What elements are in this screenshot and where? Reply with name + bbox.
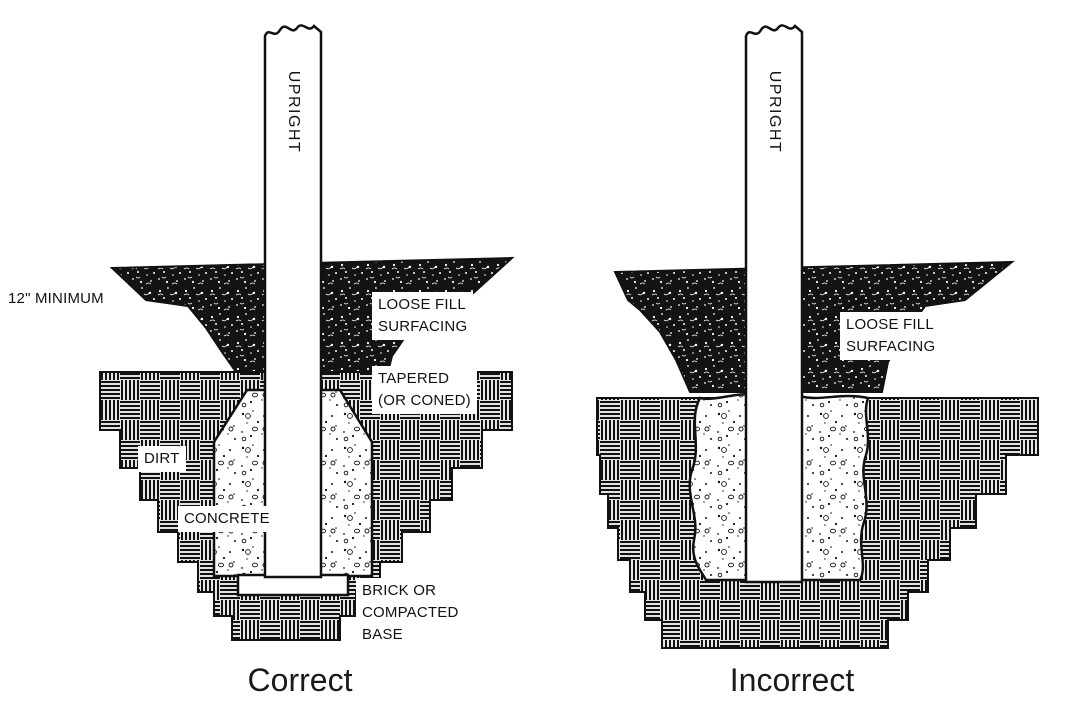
- base-label-line3: BASE: [362, 625, 403, 643]
- left-loose-fill-label-line2: SURFACING: [378, 317, 468, 335]
- right-upright-label: UPRIGHT: [766, 70, 783, 154]
- base-label-line2: COMPACTED: [362, 603, 459, 621]
- right-loose-fill-label-line1: LOOSE FILL: [846, 316, 934, 333]
- right-loose-fill: [613, 260, 1015, 393]
- tapered-label-line1: TAPERED: [378, 370, 450, 387]
- min-depth-label: 12" MINIMUM: [8, 290, 104, 307]
- tapered-label-line2: (OR CONED): [378, 391, 471, 409]
- right-post: [744, 24, 804, 584]
- dirt-label: DIRT: [138, 446, 186, 472]
- caption-incorrect: Incorrect: [729, 662, 855, 698]
- right-loose-fill-label: LOOSE FILL SURFACING: [840, 312, 942, 360]
- left-upright-label: UPRIGHT: [285, 70, 302, 154]
- left-post: [263, 24, 323, 579]
- right-loose-fill-label-line2: SURFACING: [846, 337, 936, 355]
- tapered-label: TAPERED (OR CONED): [372, 366, 477, 414]
- base-label: BRICK OR COMPACTED BASE: [356, 578, 465, 648]
- left-loose-fill-label: LOOSE FILL SURFACING: [372, 292, 474, 340]
- concrete-label: CONCRETE: [178, 506, 276, 532]
- caption-correct: Correct: [247, 662, 353, 698]
- base-label-line1: BRICK OR: [362, 582, 437, 599]
- left-loose-fill-label-line1: LOOSE FILL: [378, 296, 466, 313]
